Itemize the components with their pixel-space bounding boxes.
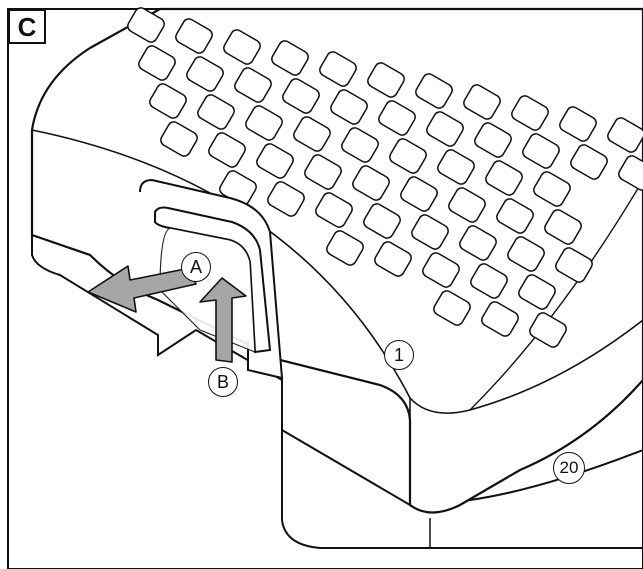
- arrow-b: [199, 277, 247, 363]
- key-cap: [197, 94, 235, 130]
- key-cap: [378, 100, 416, 136]
- key-cap: [474, 122, 512, 158]
- key-cap: [555, 247, 593, 283]
- key-cap: [175, 18, 213, 54]
- key-cap: [507, 236, 545, 272]
- key-cap: [422, 252, 460, 288]
- panel-label-box: C: [8, 9, 46, 44]
- key-cap: [208, 132, 246, 168]
- key-cap: [234, 67, 272, 103]
- key-cap: [426, 111, 464, 147]
- key-cap: [326, 230, 364, 266]
- key-cap: [256, 143, 294, 179]
- key-cap: [127, 7, 165, 43]
- base-unit-outline: [281, 420, 643, 549]
- key-cap: [470, 263, 508, 299]
- key-cap: [341, 127, 379, 163]
- callout-b: B: [208, 367, 238, 397]
- base-left-step: [31, 235, 283, 430]
- key-cap: [267, 181, 305, 217]
- key-cap: [304, 154, 342, 190]
- key-cap: [415, 73, 453, 109]
- key-cap: [315, 192, 353, 228]
- key-cap: [149, 83, 187, 119]
- panel-label: C: [17, 11, 37, 42]
- latch-tab: [159, 227, 256, 353]
- key-cap: [448, 187, 486, 223]
- key-cap: [186, 56, 224, 92]
- housing-right-crease: [469, 179, 643, 411]
- key-cap: [533, 171, 571, 207]
- arrow-a: [87, 265, 197, 313]
- housing-top-edge: [31, 129, 643, 414]
- key-cap: [544, 209, 582, 245]
- key-cap: [352, 165, 390, 201]
- key-cap: [511, 95, 549, 131]
- key-cap: [319, 51, 357, 87]
- key-cap: [485, 160, 523, 196]
- key-cap: [330, 89, 368, 125]
- key-cap: [570, 144, 608, 180]
- key-cap: [529, 312, 567, 348]
- key-cap: [522, 133, 560, 169]
- key-cap: [518, 274, 556, 310]
- callout-part-20: 20: [553, 452, 585, 484]
- key-cap: [463, 84, 501, 120]
- key-cap: [607, 117, 643, 153]
- key-cap: [271, 40, 309, 76]
- key-cap: [618, 155, 643, 191]
- callout-a: A: [181, 252, 211, 282]
- key-cap: [367, 62, 405, 98]
- key-cap: [559, 106, 597, 142]
- key-cap: [433, 290, 471, 326]
- key-cap: [389, 138, 427, 174]
- key-cap: [400, 176, 438, 212]
- key-cap: [437, 149, 475, 185]
- key-cap: [459, 225, 497, 261]
- key-cap: [138, 45, 176, 81]
- key-cap: [282, 78, 320, 114]
- key-cap: [363, 203, 401, 239]
- key-cap: [496, 198, 534, 234]
- callout-part-1: 1: [384, 340, 414, 370]
- key-cap: [293, 116, 331, 152]
- key-cap: [245, 105, 283, 141]
- key-cap: [411, 214, 449, 250]
- key-cap: [374, 241, 412, 277]
- key-cap: [160, 121, 198, 157]
- key-grid: [127, 7, 643, 348]
- key-cap: [481, 301, 519, 337]
- key-cap: [223, 29, 261, 65]
